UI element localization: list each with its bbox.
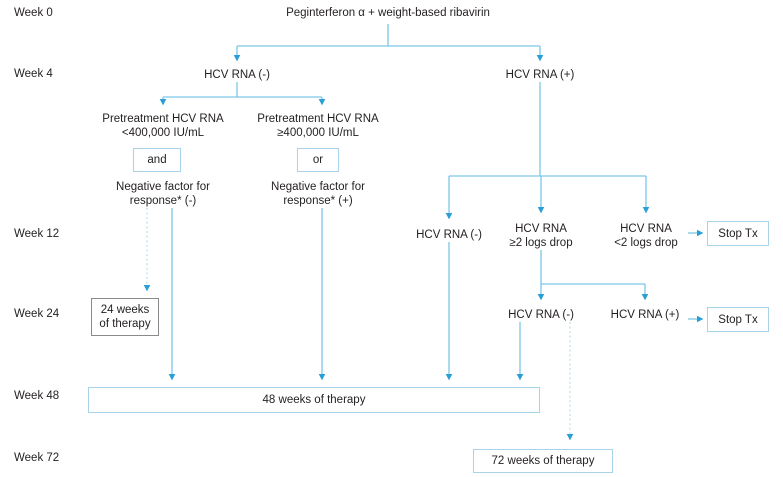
therapy-48-weeks-label: 48 weeks of therapy xyxy=(262,394,366,406)
node-negative-factor-negative: Negative factor for response* (-) xyxy=(93,180,233,208)
therapy-box-48-weeks: 48 weeks of therapy xyxy=(88,387,540,413)
node-line: HCV RNA (-) xyxy=(416,229,482,241)
week-label-4: Week 4 xyxy=(14,68,53,80)
node-line: Pretreatment HCV RNA xyxy=(257,113,379,125)
node-hcv-rna-neg-week12: HCV RNA (-) xyxy=(394,228,504,242)
stop-tx-label: Stop Tx xyxy=(718,313,758,326)
node-hcv-rna-pos-week24: HCV RNA (+) xyxy=(590,308,700,322)
node-line: HCV RNA (-) xyxy=(508,309,574,321)
wire-2logs-to-wk24-split xyxy=(537,250,649,301)
therapy-24-weeks-label: 24 weeks of therapy xyxy=(99,304,151,330)
wire-wk4pos-3way-split xyxy=(445,82,650,220)
node-line: response* (-) xyxy=(129,195,197,207)
week-label-24: Week 24 xyxy=(14,308,60,320)
stop-tx-label: Stop Tx xyxy=(718,227,758,240)
stop-tx-box-week24: Stop Tx xyxy=(707,307,769,332)
node-line: Negative factor for xyxy=(271,181,365,193)
node-hcv-rna-2logs-drop: HCV RNA ≥2 logs drop xyxy=(486,222,596,250)
therapy-box-72-weeks: 72 weeks of therapy xyxy=(473,449,613,473)
therapy-72-weeks-label: 72 weeks of therapy xyxy=(491,455,595,467)
node-pretreatment-hcv-rna-high: Pretreatment HCV RNA ≥400,000 IU/mL xyxy=(243,112,393,140)
therapy-box-24-weeks: 24 weeks of therapy xyxy=(91,298,159,336)
logic-box-and: and xyxy=(133,148,181,172)
node-line: HCV RNA (+) xyxy=(505,69,575,81)
node-line: Negative factor for xyxy=(116,181,210,193)
node-line: <400,000 IU/mL xyxy=(121,127,205,139)
node-line: HCV RNA xyxy=(620,223,672,235)
node-line: <2 logs drop xyxy=(614,237,678,249)
node-hcv-rna-lt2logs-drop: HCV RNA <2 logs drop xyxy=(591,222,701,250)
week-label-72: Week 72 xyxy=(14,452,60,464)
logic-box-and-label: and xyxy=(147,154,167,166)
node-negative-factor-positive: Negative factor for response* (+) xyxy=(248,180,388,208)
node-line: HCV RNA (-) xyxy=(204,69,270,81)
week-label-48: Week 48 xyxy=(14,390,60,402)
node-line: ≥400,000 IU/mL xyxy=(277,127,359,139)
node-hcv-rna-neg-week4: HCV RNA (-) xyxy=(177,68,297,82)
week-label-12: Week 12 xyxy=(14,228,60,240)
node-hcv-rna-pos-week4: HCV RNA (+) xyxy=(480,68,600,82)
wire-start-to-wk4-split xyxy=(233,24,544,62)
logic-box-or: or xyxy=(297,148,339,172)
regimen-title: Peginterferon α + weight-based ribavirin xyxy=(286,7,490,19)
node-line: ≥2 logs drop xyxy=(509,237,573,249)
node-line: Pretreatment HCV RNA xyxy=(102,113,224,125)
node-line: response* (+) xyxy=(283,195,353,207)
stop-tx-box-week12: Stop Tx xyxy=(707,221,769,246)
node-line: HCV RNA xyxy=(515,223,567,235)
logic-box-or-label: or xyxy=(312,154,324,166)
node-pretreatment-hcv-rna-low: Pretreatment HCV RNA <400,000 IU/mL xyxy=(88,112,238,140)
wire-wk4neg-split xyxy=(159,82,326,106)
node-line: HCV RNA (+) xyxy=(610,309,680,321)
node-hcv-rna-neg-week24: HCV RNA (-) xyxy=(486,308,596,322)
week-label-0: Week 0 xyxy=(14,7,53,19)
